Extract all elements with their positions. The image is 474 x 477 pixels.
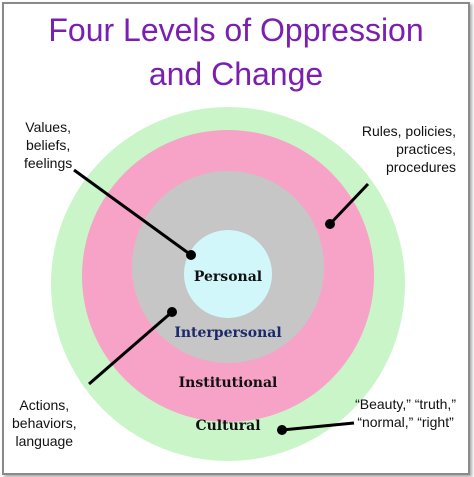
pointer-dot-cultural (277, 425, 287, 435)
annotation-interpersonal-line-3: language (15, 433, 74, 449)
label-interpersonal: Interpersonal (174, 325, 281, 341)
annotation-interpersonal-line-1: Actions, (19, 397, 70, 413)
pointer-institutional (328, 182, 370, 226)
pointer-dot-personal (186, 250, 196, 260)
annotation-institutional: Rules, policies, practices, procedures (362, 122, 456, 176)
label-personal: Personal (194, 269, 262, 285)
annotation-institutional-line-1: Rules, policies, (361, 123, 456, 139)
annotation-interpersonal-line-2: behaviors, (12, 415, 77, 431)
annotation-cultural: “Beauty,” “truth,” “normal,” “right” (355, 395, 456, 431)
annotation-cultural-line-1: “Beauty,” “truth,” (355, 396, 456, 412)
annotation-institutional-line-2: practices, (396, 141, 456, 157)
pointer-dot-interpersonal (167, 307, 177, 317)
annotation-personal-line-1: Values, (25, 119, 71, 135)
concentric-levels-diagram: Personal Interpersonal Institutional Cul… (51, 107, 405, 461)
annotation-personal: Values, beliefs, feelings (24, 118, 72, 172)
diagram-frame: Four Levels of Oppression and Change Per… (2, 2, 470, 475)
annotation-interpersonal: Actions, behaviors, language (12, 396, 77, 450)
label-cultural: Cultural (195, 418, 260, 434)
pointer-dot-institutional (325, 219, 335, 229)
title-line-2: and Change (148, 56, 324, 92)
pointer-personal (73, 168, 192, 257)
annotation-personal-line-2: beliefs, (25, 137, 71, 153)
annotation-cultural-line-2: “normal,” “right” (357, 414, 454, 430)
pointer-cultural (281, 421, 355, 432)
annotation-institutional-line-3: procedures (385, 159, 456, 175)
label-institutional: Institutional (179, 375, 278, 391)
annotation-personal-line-3: feelings (24, 155, 73, 171)
title-line-1: Four Levels of Oppression (48, 12, 424, 48)
personal-core (184, 230, 272, 318)
pointer-interpersonal (88, 310, 173, 386)
